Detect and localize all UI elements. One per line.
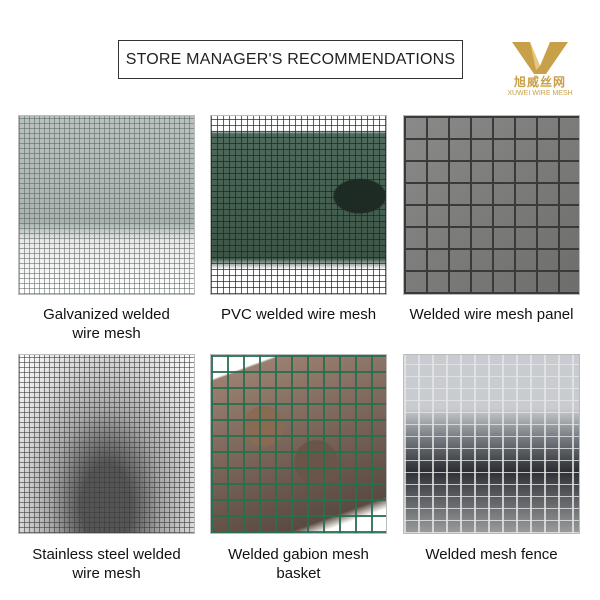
section-title: STORE MANAGER'S RECOMMENDATIONS (125, 50, 456, 68)
product-image-stainless[interactable] (18, 354, 195, 534)
product-caption[interactable]: PVC welded wire mesh (220, 306, 377, 323)
product-image-panel[interactable] (403, 115, 580, 295)
logo-english-text: XUWEI WIRE MESH (507, 90, 573, 97)
logo-chinese-text: 旭威丝网 (513, 75, 566, 89)
product-image-pvc[interactable] (210, 115, 387, 295)
product-image-gabion[interactable] (210, 354, 387, 534)
product-image-galvanized[interactable] (18, 115, 195, 295)
product-card[interactable]: Welded mesh fence (403, 354, 580, 564)
product-caption[interactable]: Welded mesh fence (425, 546, 558, 563)
product-image-fence[interactable] (403, 354, 580, 534)
logo-w-icon (512, 42, 568, 74)
section-header: STORE MANAGER'S RECOMMENDATIONS (118, 40, 463, 79)
product-caption[interactable]: Welded wire mesh panel (409, 306, 574, 323)
brand-logo: 旭威丝网 XUWEI WIRE MESH (500, 40, 580, 106)
product-card[interactable]: Welded wire mesh panel (403, 115, 580, 324)
product-card[interactable]: PVC welded wire mesh (210, 115, 387, 324)
